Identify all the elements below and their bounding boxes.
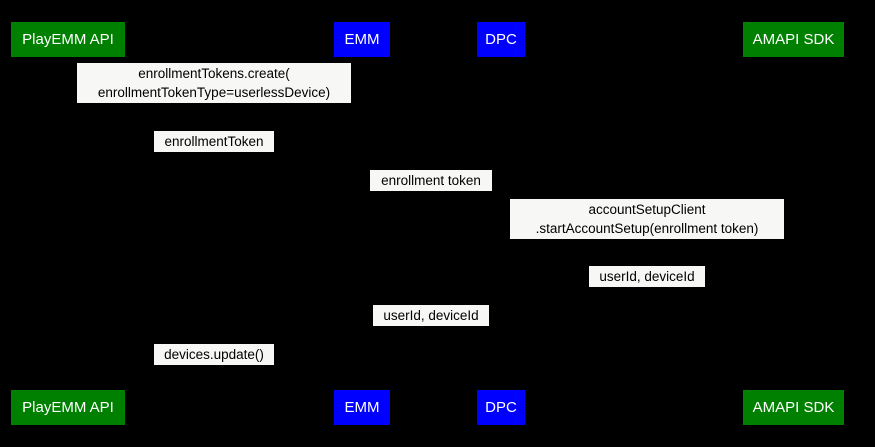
message-label-start-account-setup: accountSetupClient .startAccountSetup(en… [510,199,784,239]
arrow-userid-deviceid-to-dpc [501,287,793,288]
participant-emm-top[interactable]: EMM [334,22,390,57]
participant-amapi-sdk-top[interactable]: AMAPI SDK [743,22,844,57]
participant-amapi-sdk-bottom[interactable]: AMAPI SDK [743,390,844,425]
participant-playemm-api-top[interactable]: PlayEMM API [11,22,125,57]
lifeline-playemm-api [68,57,69,390]
participant-label: EMM [344,31,380,48]
arrow-enrollment-token-to-dpc [362,191,501,192]
participant-label: AMAPI SDK [752,31,835,48]
participant-dpc-top[interactable]: DPC [477,22,525,57]
arrow-userid-deviceid-to-emm [362,326,501,327]
participant-dpc-bottom[interactable]: DPC [477,390,525,425]
arrow-start-account-setup [501,239,793,240]
participant-label: DPC [485,399,517,416]
lifeline-amapi-sdk [793,57,794,390]
message-label-userid-deviceid-to-emm: userId, deviceId [373,305,489,326]
participant-emm-bottom[interactable]: EMM [334,390,390,425]
participant-playemm-api-bottom[interactable]: PlayEMM API [11,390,125,425]
message-label-enrollment-token-response: enrollmentToken [154,131,274,152]
arrow-devices-update [68,365,362,366]
message-label-enrollment-tokens-create: enrollmentTokens.create( enrollmentToken… [77,63,351,103]
arrow-enrollment-token-response [68,152,362,153]
lifeline-dpc [501,57,502,390]
participant-label: DPC [485,31,517,48]
lifeline-emm [362,57,363,390]
message-label-userid-deviceid-to-dpc: userId, deviceId [589,266,705,287]
participant-label: PlayEMM API [22,399,114,416]
participant-label: AMAPI SDK [752,399,835,416]
message-label-devices-update: devices.update() [154,344,274,365]
arrow-enrollment-tokens-create [68,104,362,105]
participant-label: PlayEMM API [22,31,114,48]
participant-label: EMM [344,399,380,416]
message-label-enrollment-token-to-dpc: enrollment token [370,170,492,191]
